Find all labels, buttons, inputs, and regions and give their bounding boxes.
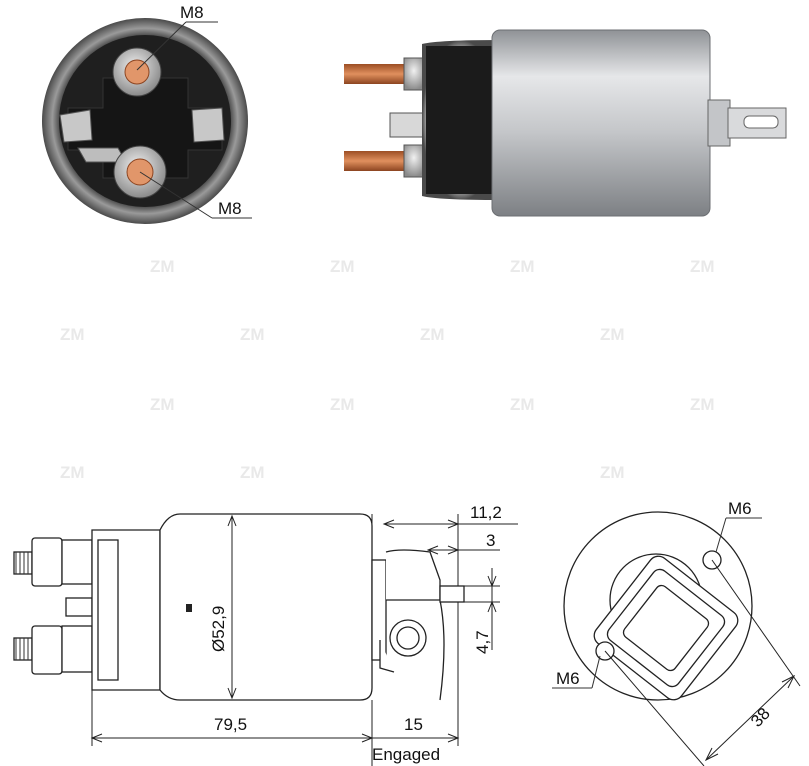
lower-terminal-label: M8 [218, 199, 242, 218]
return-spring-arm [439, 599, 445, 701]
lower-thread-stud [13, 637, 33, 661]
upper-terminal-label: M8 [180, 3, 204, 22]
diameter-arrows [227, 514, 237, 700]
end-view-photo: M8 M8 [42, 3, 252, 224]
watermark-text: ZM [60, 463, 85, 482]
watermark-text: ZM [420, 325, 445, 344]
plunger-head-drawing [385, 549, 441, 601]
lower-nut-drawing [31, 625, 63, 675]
engaged-caption: Engaged [372, 745, 440, 764]
plunger-boss [707, 99, 731, 147]
spacing-extension-upper [711, 559, 801, 687]
watermark-text: ZM [150, 257, 175, 276]
black-cap-body [426, 46, 496, 194]
right-spade-tab [191, 107, 225, 143]
watermark-text: ZM [330, 257, 355, 276]
watermark-text: ZM [330, 395, 355, 414]
lower-m6-leader [591, 655, 601, 689]
spacing-arrows [704, 674, 796, 762]
upper-thread-label: M6 [728, 499, 752, 518]
plunger-fork-drawing [439, 585, 465, 603]
plunger-boss-drawing [371, 559, 387, 661]
spacing-label: 38 [747, 704, 774, 731]
housing-drawing [159, 513, 373, 701]
housing-vent [186, 604, 192, 612]
slot-arrows [487, 575, 497, 613]
end-technical-drawing: M6 M6 38 [552, 499, 801, 766]
slot-label: 4,7 [473, 630, 492, 654]
watermark-layer: ZM ZM ZM ZM ZM ZM ZM ZM ZM ZM ZM ZM ZM Z… [60, 47, 715, 482]
lower-thread-lines [15, 638, 29, 660]
upper-nut-drawing [31, 537, 63, 587]
engaged-arrow [447, 733, 460, 743]
side-view-photo [344, 29, 787, 217]
watermark-text: ZM [510, 257, 535, 276]
spring-leg [379, 640, 395, 673]
watermark-text: ZM [510, 395, 535, 414]
watermark-text: ZM [600, 463, 625, 482]
return-spring-drawing [593, 555, 739, 701]
watermark-text: ZM [690, 395, 715, 414]
side-technical-drawing: Ø52,9 79,5 15 Engaged 11,2 3 4,7 [13, 503, 518, 766]
cap-flange-drawing [97, 539, 119, 681]
lower-copper-stud-side [344, 151, 406, 171]
lower-leader-line [139, 171, 213, 219]
diameter-label: Ø52,9 [209, 606, 228, 652]
spacing-extension-lower [604, 650, 705, 766]
spring-coil-inner [396, 626, 420, 650]
upper-copper-stud [124, 59, 150, 85]
upper-copper-stud-side [344, 64, 406, 84]
lower-thread-label: M6 [556, 669, 580, 688]
fork-slot [743, 115, 779, 129]
length-label: 79,5 [214, 715, 247, 734]
left-spade-tab [59, 109, 93, 143]
engaged-length-label: 15 [404, 715, 423, 734]
upper-washer-drawing [61, 539, 93, 585]
upper-thread-stud [13, 551, 33, 575]
upper-m6-leader [715, 517, 727, 553]
watermark-text: ZM [690, 257, 715, 276]
spring-frame-inner [622, 584, 710, 672]
upper-leader-line [136, 21, 187, 71]
lower-washer-drawing [61, 625, 93, 673]
offset-label: 3 [486, 531, 495, 550]
spacing-dimension-line [705, 675, 795, 761]
spade-terminal-drawing [65, 597, 93, 617]
watermark-text: ZM [240, 325, 265, 344]
travel-label: 11,2 [470, 503, 502, 522]
watermark-text: ZM [600, 325, 625, 344]
watermark-text: ZM [240, 463, 265, 482]
watermark-text: ZM [150, 395, 175, 414]
travel-arrows [382, 519, 460, 529]
steel-housing-side [491, 29, 711, 217]
upper-thread-lines [15, 552, 29, 574]
watermark-text: ZM [60, 325, 85, 344]
offset-arrows [426, 545, 460, 555]
